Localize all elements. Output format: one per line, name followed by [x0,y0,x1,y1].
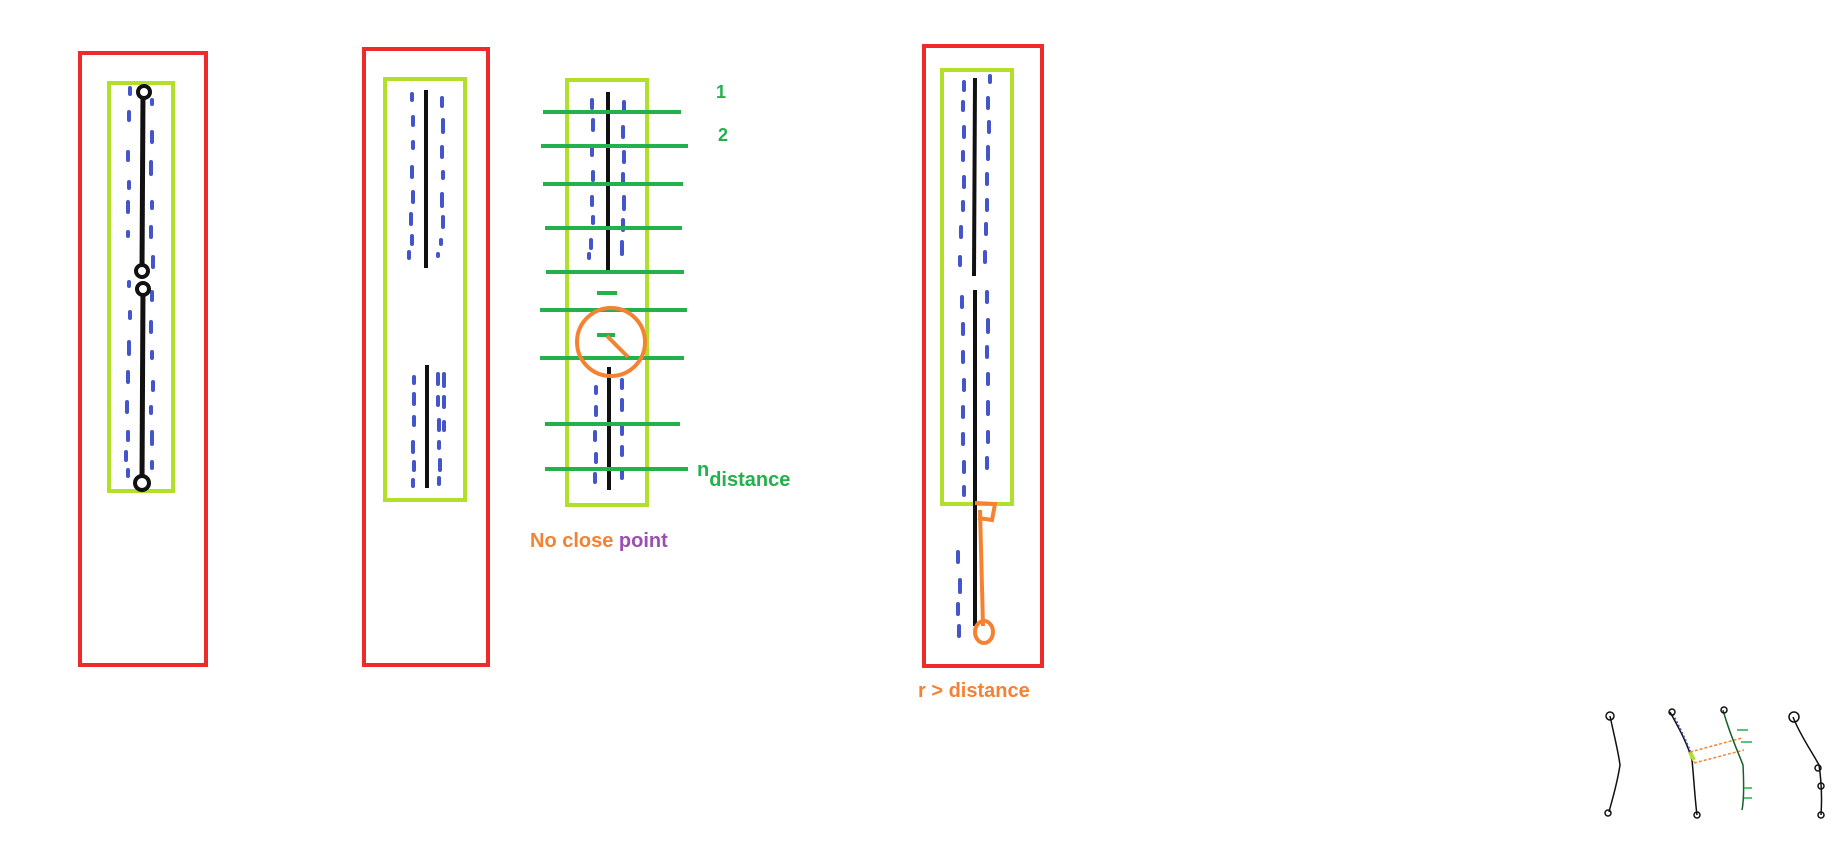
thumbnail-2 [1668,708,1745,819]
no-close-point-marker [575,306,647,378]
scan-lines [540,110,688,471]
blue-points-1 [124,86,155,478]
endpoint-1-bottom [133,474,151,492]
blue-points-2 [407,92,446,488]
lime-box-2 [383,77,467,502]
panel-3: 1 2 ndistance No close point [530,78,790,552]
r-distance-label: r > distance [918,680,1030,702]
red-frame-1 [78,51,208,667]
scan-label-n: ndistance [697,459,790,491]
scan-label-1: 1 [716,82,726,102]
thumbnail-3 [1720,706,1752,811]
endpoint-1-mid-a [134,263,150,279]
panel-4: r > distance [918,44,1044,702]
radius-marker [973,501,998,645]
thumbnail-1 [1604,711,1621,817]
endpoint-1-top [136,84,152,100]
scan-label-2: 2 [718,125,728,145]
blue-points-4 [956,74,992,638]
red-frame-2 [362,47,490,667]
no-close-point-label: No close point [530,530,668,552]
fitted-line-1a [139,91,146,271]
fitted-line-4a [972,77,977,277]
fitted-line-1b [139,287,146,483]
panel-2 [362,47,490,667]
thumbnail-strip [1604,706,1825,819]
panel-1 [78,51,208,667]
red-frame-4 [922,44,1044,668]
endpoint-1-mid-b [135,281,151,297]
thumbnail-4 [1788,711,1825,819]
lime-box-3 [565,78,649,507]
